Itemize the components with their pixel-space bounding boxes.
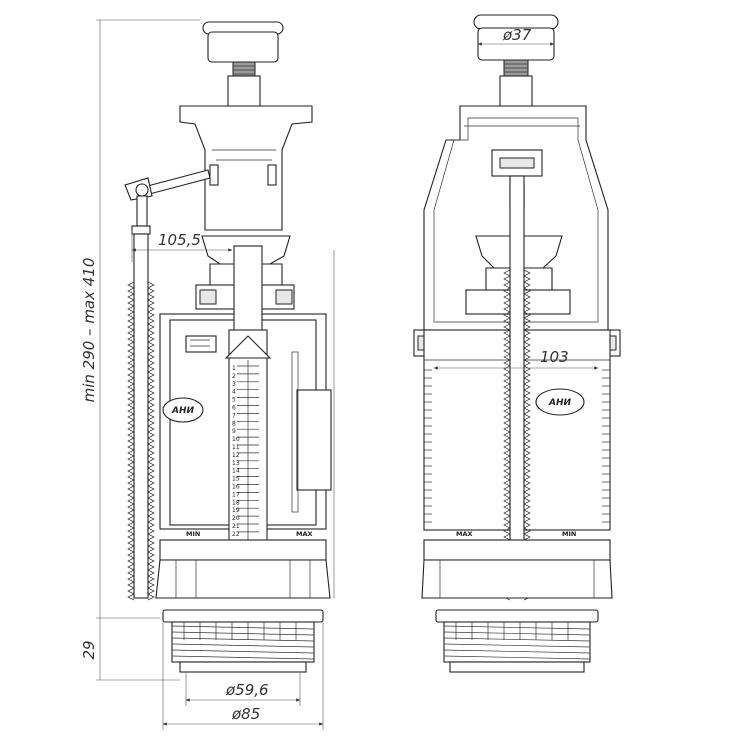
- min-label-front: MIN: [562, 530, 576, 538]
- lever-offset-label: 105,5: [158, 231, 201, 249]
- push-button-side: [202, 21, 284, 77]
- scale-mark: 1: [232, 365, 236, 372]
- brand-logo-side: АНИ: [162, 397, 204, 423]
- scale-mark: 13: [232, 460, 240, 467]
- dimension-lines: min 290 – max 410 29 105,5 ø37 103 ø59,6…: [80, 19, 599, 730]
- scale-mark: 11: [232, 444, 240, 451]
- scale-mark: 3: [232, 381, 236, 388]
- scale-mark: 14: [232, 468, 240, 475]
- logo-text: АНИ: [171, 406, 194, 416]
- thread-diameter-label: ø59,6: [225, 681, 269, 699]
- side-view: АНИ 123456789101112131415161718192021222…: [124, 21, 332, 673]
- scale-mark: 4: [232, 389, 236, 396]
- brand-logo-front: АНИ: [535, 388, 585, 416]
- scale-mark: 6: [232, 405, 236, 412]
- height-range-label: min 290 – max 410: [80, 258, 98, 403]
- inner-diameter-label: 103: [540, 348, 569, 366]
- flange-diameter-label: ø85: [231, 705, 260, 723]
- scale-mark: 19: [232, 507, 240, 514]
- scale-mark: 8: [232, 420, 236, 427]
- scale-mark: 21: [232, 523, 240, 530]
- scale-mark: 22: [232, 531, 240, 538]
- scale-mark: 5: [232, 397, 236, 404]
- min-label-side: MIN: [186, 530, 200, 538]
- front-view: АНИ MAX MIN: [413, 14, 621, 673]
- scale-mark: 20: [232, 515, 240, 522]
- logo-text-front: АНИ: [548, 398, 571, 408]
- scale-mark: 7: [232, 412, 236, 419]
- scale-mark: 2: [232, 373, 236, 380]
- scale-mark: 12: [232, 452, 240, 459]
- adjust-rod: [127, 233, 155, 601]
- scale-mark: 18: [232, 499, 240, 506]
- scale-mark: 10: [232, 436, 240, 443]
- scale-mark: 16: [232, 484, 240, 491]
- button-diameter-label: ø37: [502, 26, 532, 44]
- scale-mark: 9: [232, 428, 236, 435]
- thread-side: [162, 609, 324, 673]
- max-label-front: MAX: [456, 530, 473, 538]
- thread-height-label: 29: [80, 640, 98, 659]
- max-label-side: MAX: [296, 530, 313, 538]
- scale-mark: 15: [232, 476, 240, 483]
- overflow-lever: [124, 169, 211, 235]
- scale-mark: 17: [232, 491, 240, 498]
